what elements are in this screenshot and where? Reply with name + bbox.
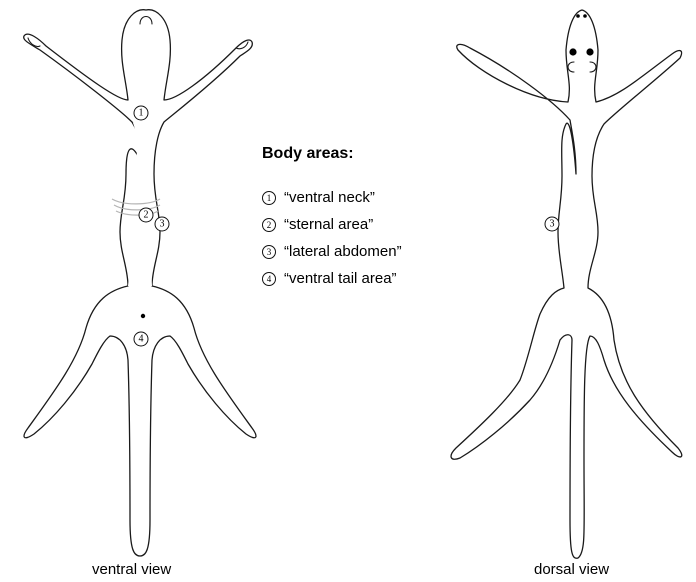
legend-number-1: 1 — [262, 191, 276, 205]
legend-item-lateral-abdomen: 3 “lateral abdomen” — [262, 238, 402, 265]
ventral-marker-4-label: 4 — [139, 334, 144, 345]
legend-item-ventral-tail-area: 4 “ventral tail area” — [262, 265, 402, 292]
dorsal-view-caption: dorsal view — [534, 561, 609, 578]
ventral-marker-3-label: 3 — [160, 219, 165, 230]
dorsal-marker-3: 3 — [545, 217, 559, 231]
ventral-marker-1-label: 1 — [139, 108, 144, 119]
dorsal-marker-3-label: 3 — [550, 219, 555, 230]
legend-label-4: “ventral tail area” — [284, 270, 397, 287]
legend-item-ventral-neck: 1 “ventral neck” — [262, 184, 402, 211]
legend-title: Body areas: — [262, 145, 402, 163]
legend-label-1: “ventral neck” — [284, 189, 375, 206]
ventral-view-caption: ventral view — [92, 561, 171, 578]
ventral-marker-2-label: 2 — [144, 210, 149, 221]
dorsal-view-outline — [451, 10, 682, 558]
ventral-view-outline — [24, 10, 256, 556]
ventral-marker-3: 3 — [155, 217, 169, 231]
body-areas-legend: Body areas: 1 “ventral neck” 2 “sternal ar… — [262, 145, 402, 292]
legend-item-sternal-area: 2 “sternal area” — [262, 211, 402, 238]
legend-label-3: “lateral abdomen” — [284, 243, 402, 260]
ventral-marker-4: 4 — [134, 332, 148, 346]
legend-label-2: “sternal area” — [284, 216, 373, 233]
legend-number-2: 2 — [262, 218, 276, 232]
ventral-marker-2: 2 — [139, 208, 153, 222]
ventral-marker-1: 1 — [134, 106, 148, 120]
legend-number-4: 4 — [262, 272, 276, 286]
legend-number-3: 3 — [262, 245, 276, 259]
